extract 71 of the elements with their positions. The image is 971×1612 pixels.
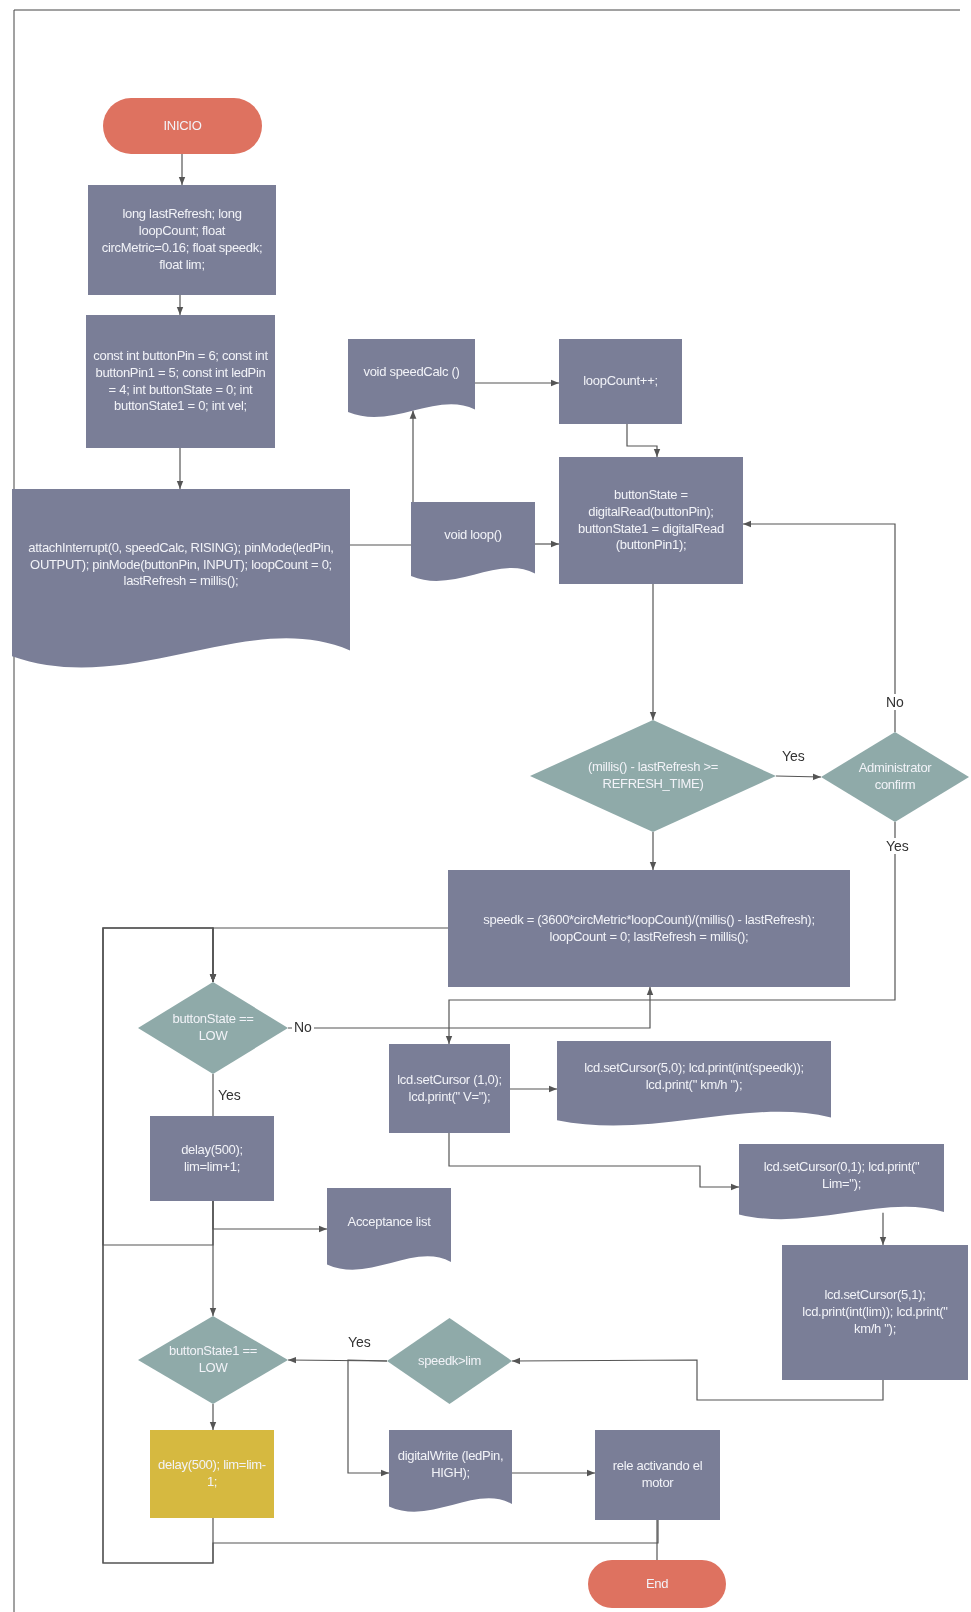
condition-text: Administrator confirm bbox=[857, 760, 933, 794]
edge-label: No bbox=[884, 694, 906, 710]
process-box bbox=[559, 339, 682, 424]
code-text: loopCount++; bbox=[582, 373, 659, 390]
decision-diamond bbox=[138, 982, 288, 1074]
terminator-shape bbox=[588, 1560, 726, 1608]
process-box bbox=[595, 1430, 720, 1520]
code-text: void speedCalc () bbox=[362, 363, 461, 381]
code-text: delay(500); lim=lim+1; bbox=[180, 1141, 244, 1176]
process-box bbox=[150, 1430, 274, 1518]
process-box bbox=[448, 870, 850, 987]
code-text: delay(500); lim=lim-1; bbox=[157, 1457, 267, 1491]
process-box bbox=[88, 185, 276, 295]
connector-line bbox=[656, 1519, 658, 1561]
arrow bbox=[445, 821, 896, 1045]
edge-label: No bbox=[292, 1019, 314, 1035]
terminal-label: INICIO bbox=[162, 117, 203, 135]
arrow bbox=[347, 1359, 390, 1477]
arrow bbox=[102, 927, 659, 1564]
edge-label: Yes bbox=[346, 1334, 373, 1350]
process-box bbox=[782, 1245, 968, 1380]
arrow bbox=[287, 986, 654, 1029]
decision-diamond bbox=[530, 720, 776, 832]
arrow bbox=[511, 1469, 596, 1477]
code-text: attachInterrupt(0, speedCalc, RISING); pinMode(ledPin, OUTPUT); pinMode(buttonPin, INPUT); loopCount = 0; lastRefresh = millis(); bbox=[27, 539, 335, 591]
decision-diamond bbox=[138, 1316, 288, 1404]
arrow bbox=[176, 294, 184, 316]
decision-diamond bbox=[387, 1318, 512, 1404]
terminal-label: End bbox=[644, 1575, 670, 1593]
connector-line bbox=[349, 544, 412, 546]
code-text: lcd.setCursor(5,0); lcd.print(int(speedk)); lcd.print(" km/h "); bbox=[583, 1060, 805, 1094]
decision-diamond bbox=[821, 732, 969, 822]
arrow bbox=[209, 1403, 217, 1431]
arrow bbox=[879, 1212, 887, 1246]
code-text: buttonState = digitalRead(buttonPin); buttonState1 = digitalRead (buttonPin1); bbox=[577, 486, 725, 555]
connector-line bbox=[212, 1073, 214, 1117]
arrow bbox=[448, 1132, 740, 1191]
code-text: digitalWrite (ledPin, HIGH); bbox=[396, 1447, 505, 1482]
arrow bbox=[649, 583, 657, 721]
code-text: long lastRefresh; long loopCount; float circMetric=0.16; float speedk; float lim; bbox=[100, 206, 264, 274]
arrow bbox=[409, 409, 417, 503]
condition-text: buttonState == LOW bbox=[171, 1011, 255, 1045]
edge-label: Yes bbox=[780, 748, 807, 764]
arrow bbox=[626, 423, 661, 458]
condition-text: (millis() - lastRefresh >= REFRESH_TIME) bbox=[586, 759, 720, 793]
arrow bbox=[474, 379, 560, 387]
process-box bbox=[559, 457, 743, 584]
arrow bbox=[178, 153, 186, 186]
code-text: speedk = (3600*circMetric*loopCount)/(millis() - lastRefresh); loopCount = 0; lastRefresh = millis(); bbox=[482, 911, 816, 946]
arrow bbox=[509, 1085, 558, 1093]
arrow bbox=[775, 773, 822, 781]
code-text: rele activando el motor bbox=[611, 1458, 704, 1492]
terminator-shape bbox=[103, 98, 262, 154]
edge-label: Yes bbox=[216, 1087, 243, 1103]
process-box bbox=[150, 1116, 274, 1201]
condition-text: speedk>lim bbox=[417, 1352, 482, 1370]
code-text: lcd.setCursor(5,1); lcd.print(int(lim)); lcd.print(" km/h "); bbox=[801, 1287, 949, 1338]
arrow bbox=[176, 447, 184, 490]
condition-text: buttonState1 == LOW bbox=[168, 1343, 258, 1377]
process-box bbox=[389, 1044, 510, 1133]
code-text: void loop() bbox=[443, 527, 503, 545]
code-text: lcd.setCursor (1,0); lcd.print(" V="); bbox=[396, 1071, 503, 1106]
code-text: lcd.setCursor(0,1); lcd.print(" Lim="); bbox=[762, 1159, 921, 1193]
code-text: const int buttonPin = 6; const int buttonPin1 = 5; const int ledPin = 4; int buttonState = 0; int buttonState1 = 0; int vel; bbox=[92, 347, 269, 416]
arrow bbox=[511, 1357, 884, 1401]
arrow bbox=[742, 520, 896, 733]
edge-label: Yes bbox=[884, 838, 911, 854]
arrow bbox=[534, 540, 560, 548]
code-text: Acceptance list bbox=[346, 1214, 432, 1232]
arrow bbox=[649, 831, 657, 871]
process-box bbox=[86, 315, 275, 448]
